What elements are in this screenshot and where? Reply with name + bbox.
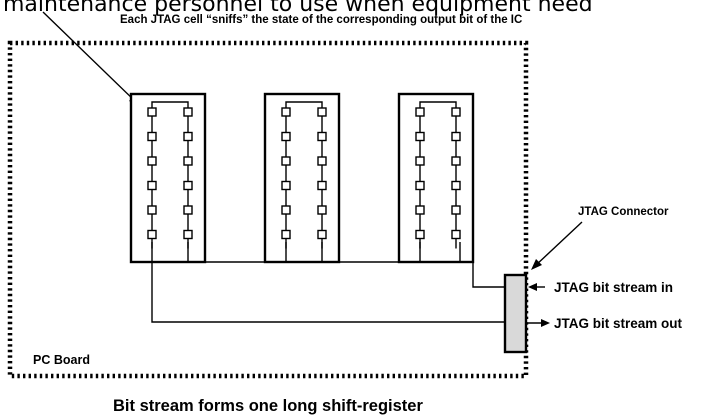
stream-out-arrow [526,319,550,327]
jtag-cell-right [451,131,461,142]
jtag-cell-right [183,131,193,142]
caption: Bit stream forms one long shift-register [113,397,423,415]
ic-body [129,92,207,264]
jtag-cell-right [183,156,193,166]
jtag-cell-right [317,107,327,117]
jtag-cell-left [281,107,291,117]
jtag-cell-left [415,156,425,166]
jtag-cell-left [147,131,157,142]
chain-wire-ic2-ic3 [321,242,421,263]
jtag-cell-left [415,229,425,240]
jtag-cell-right [183,205,193,215]
jtag-cell-left [147,156,157,166]
jtag-cell-left [147,205,157,215]
jtag-cell-right [451,229,461,240]
jtag-cell-right [317,229,327,240]
stream-in-arrow [528,283,545,291]
jtag-cell-right [451,205,461,215]
jtag-cell-left [415,205,425,215]
ic-chip-1 [129,92,207,264]
jtag-cell-left [281,156,291,166]
jtag-cell-right [451,156,461,166]
jtag-cell-left [281,131,291,142]
jtag-cell-right [183,180,193,191]
jtag-connector [503,273,528,354]
connector-label: JTAG Connector [578,206,669,218]
pc-board-label: PC Board [33,353,90,367]
ic-chips [129,92,475,264]
stream-out-label: JTAG bit stream out [554,316,683,331]
callout-pointer [42,11,140,106]
jtag-cell-left [147,180,157,191]
ic-internal-chain [285,101,323,249]
jtag-cell-left [281,229,291,240]
chain-wire-ic1-ic2 [187,242,287,263]
jtag-cell-left [415,180,425,191]
ic-body [397,92,475,264]
jtag-cell-right [183,229,193,240]
jtag-cell-left [147,229,157,240]
top-cutoff-text: maintenance personnel to use when equipm… [3,0,593,17]
jtag-cell-right [451,107,461,117]
chain-wire-ic3-connector [459,242,505,288]
pc-board-outline [7,40,529,379]
jtag-cell-right [183,107,193,117]
ic-body [263,92,341,264]
chain-wire-ic1-connector [151,242,505,323]
ic-internal-chain [419,101,457,249]
ic-chip-2 [263,92,341,264]
jtag-cell-right [317,205,327,215]
jtag-cell-left [281,205,291,215]
jtag-cell-right [451,180,461,191]
jtag-cell-left [415,107,425,117]
jtag-cell-left [281,180,291,191]
ic-chip-3 [397,92,475,264]
jtag-cell-right [317,156,327,166]
jtag-cell-left [147,107,157,117]
ic-internal-chain [151,101,189,249]
stream-in-label: JTAG bit stream in [554,280,673,295]
connector-pointer [531,221,583,270]
jtag-cell-right [317,131,327,142]
callout-label: Each JTAG cell “sniffs” the state of the… [120,14,522,26]
jtag-cell-left [415,131,425,142]
jtag-cell-right [317,180,327,191]
shift-register-chain [151,242,505,323]
